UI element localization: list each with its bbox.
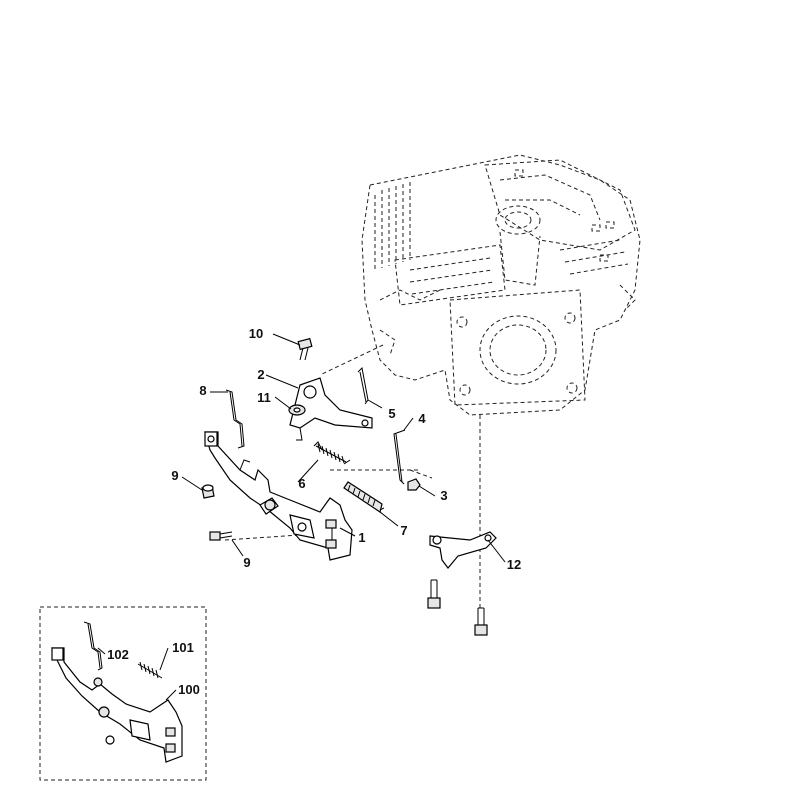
callout-102: 102 [107,647,129,662]
part-9-screw-lower [209,531,233,541]
part-3-nut [407,478,421,491]
inset-kit-box [39,606,207,781]
callout-labels: 10 2 11 8 5 4 9 6 3 7 1 9 12 102 101 100 [107,326,521,697]
part-1-bracket [204,431,353,561]
callout-3: 3 [440,488,447,503]
part-5-link [357,366,369,405]
callout-11: 11 [257,390,271,405]
callout-4: 4 [418,411,426,426]
callout-2: 2 [257,367,264,382]
bolt-right [474,607,488,636]
bolt-left [427,579,441,609]
leader-lines [97,333,506,701]
part-9-screw-upper [201,484,215,499]
part-10-bolt [297,337,313,361]
callout-5: 5 [388,406,395,421]
callout-101: 101 [172,640,194,655]
callout-6: 6 [298,476,305,491]
part-2-lever [289,377,373,441]
callout-1: 1 [358,530,365,545]
callout-8: 8 [199,383,206,398]
engine-block [361,154,641,416]
alignment-lines [224,344,481,610]
part-4-rod [393,429,406,485]
part-7-spring [343,481,385,513]
callout-9-lower: 9 [243,555,250,570]
part-8-wire [225,389,245,449]
callout-7: 7 [400,523,407,538]
callout-12: 12 [507,557,521,572]
callout-100: 100 [178,682,200,697]
part-12-plate [429,531,497,569]
part-6-spring [313,441,351,465]
callout-10: 10 [249,326,263,341]
callout-9-upper: 9 [171,468,178,483]
part-11-washer [288,404,306,416]
